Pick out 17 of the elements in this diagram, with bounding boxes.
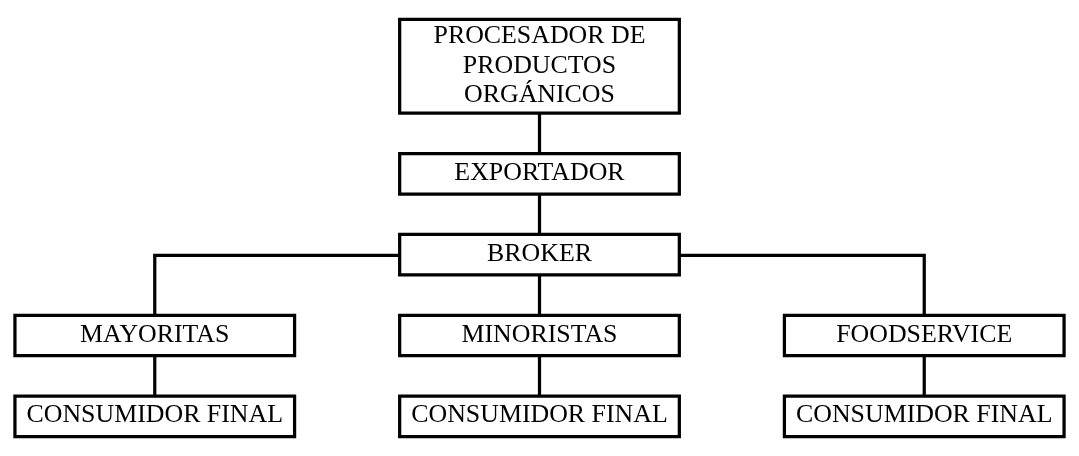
node-box: EXPORTADOR	[398, 152, 681, 196]
node-box: CONSUMIDOR FINAL	[13, 394, 297, 439]
connector	[537, 194, 542, 234]
connector	[153, 253, 400, 315]
connector	[537, 355, 542, 396]
connector	[537, 113, 542, 154]
node-box: CONSUMIDOR FINAL	[782, 394, 1066, 439]
connector	[537, 275, 542, 315]
node-box: FOODSERVICE	[782, 313, 1066, 358]
connector	[922, 355, 926, 396]
node-box: CONSUMIDOR FINAL	[398, 394, 681, 439]
node-box: PROCESADOR DE PRODUCTOS ORGÁNICOS	[398, 17, 681, 115]
connector	[679, 253, 926, 315]
connector	[153, 355, 157, 396]
node-box: MAYORITAS	[13, 313, 297, 358]
node-box: BROKER	[398, 232, 681, 277]
node-box: MINORISTAS	[398, 313, 681, 358]
